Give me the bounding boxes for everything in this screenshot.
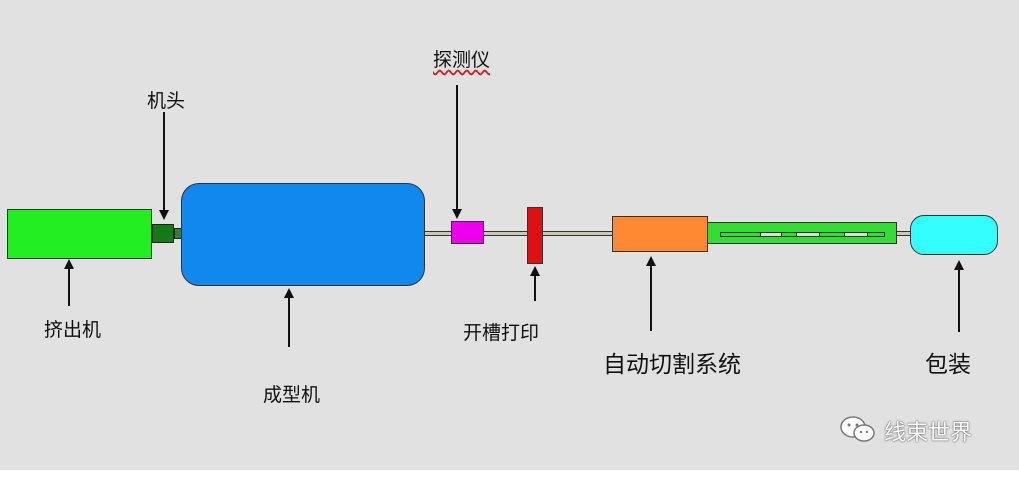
extruder-block <box>7 209 152 259</box>
slot-print-block <box>527 207 543 264</box>
auto-cut-label: 自动切割系统 <box>603 352 741 378</box>
detector-label: 探测仪 <box>433 49 491 71</box>
packaging-label: 包装 <box>925 352 971 378</box>
conveyor-block <box>707 222 897 244</box>
pipe-detector-to-slot <box>483 231 529 236</box>
arrow-slot-print <box>530 266 540 301</box>
pipe-conveyor-to-pack <box>895 231 911 236</box>
auto-cut-block <box>612 216 708 252</box>
arrow-packaging <box>954 260 964 332</box>
pipe-slot-to-cut <box>542 231 614 236</box>
detector-block <box>451 221 484 244</box>
forming-machine-label: 成型机 <box>263 384 321 406</box>
arrow-extruder <box>64 259 74 306</box>
slot-print-label: 开槽打印 <box>463 322 540 344</box>
head-label: 机头 <box>147 90 186 112</box>
head-block <box>152 224 174 243</box>
wechat-icon <box>840 416 875 442</box>
packaging-block <box>910 215 998 255</box>
arrow-detector <box>452 85 462 219</box>
watermark-text: 线束世界 <box>884 421 973 446</box>
extruder-label: 挤出机 <box>44 319 102 341</box>
arrow-auto-cut <box>646 256 656 331</box>
pipe-forming-to-detector <box>424 231 452 236</box>
arrow-forming-machine <box>284 288 294 347</box>
arrow-head <box>159 112 169 220</box>
bottom-strip <box>0 470 1019 477</box>
forming-machine-block <box>181 183 425 286</box>
